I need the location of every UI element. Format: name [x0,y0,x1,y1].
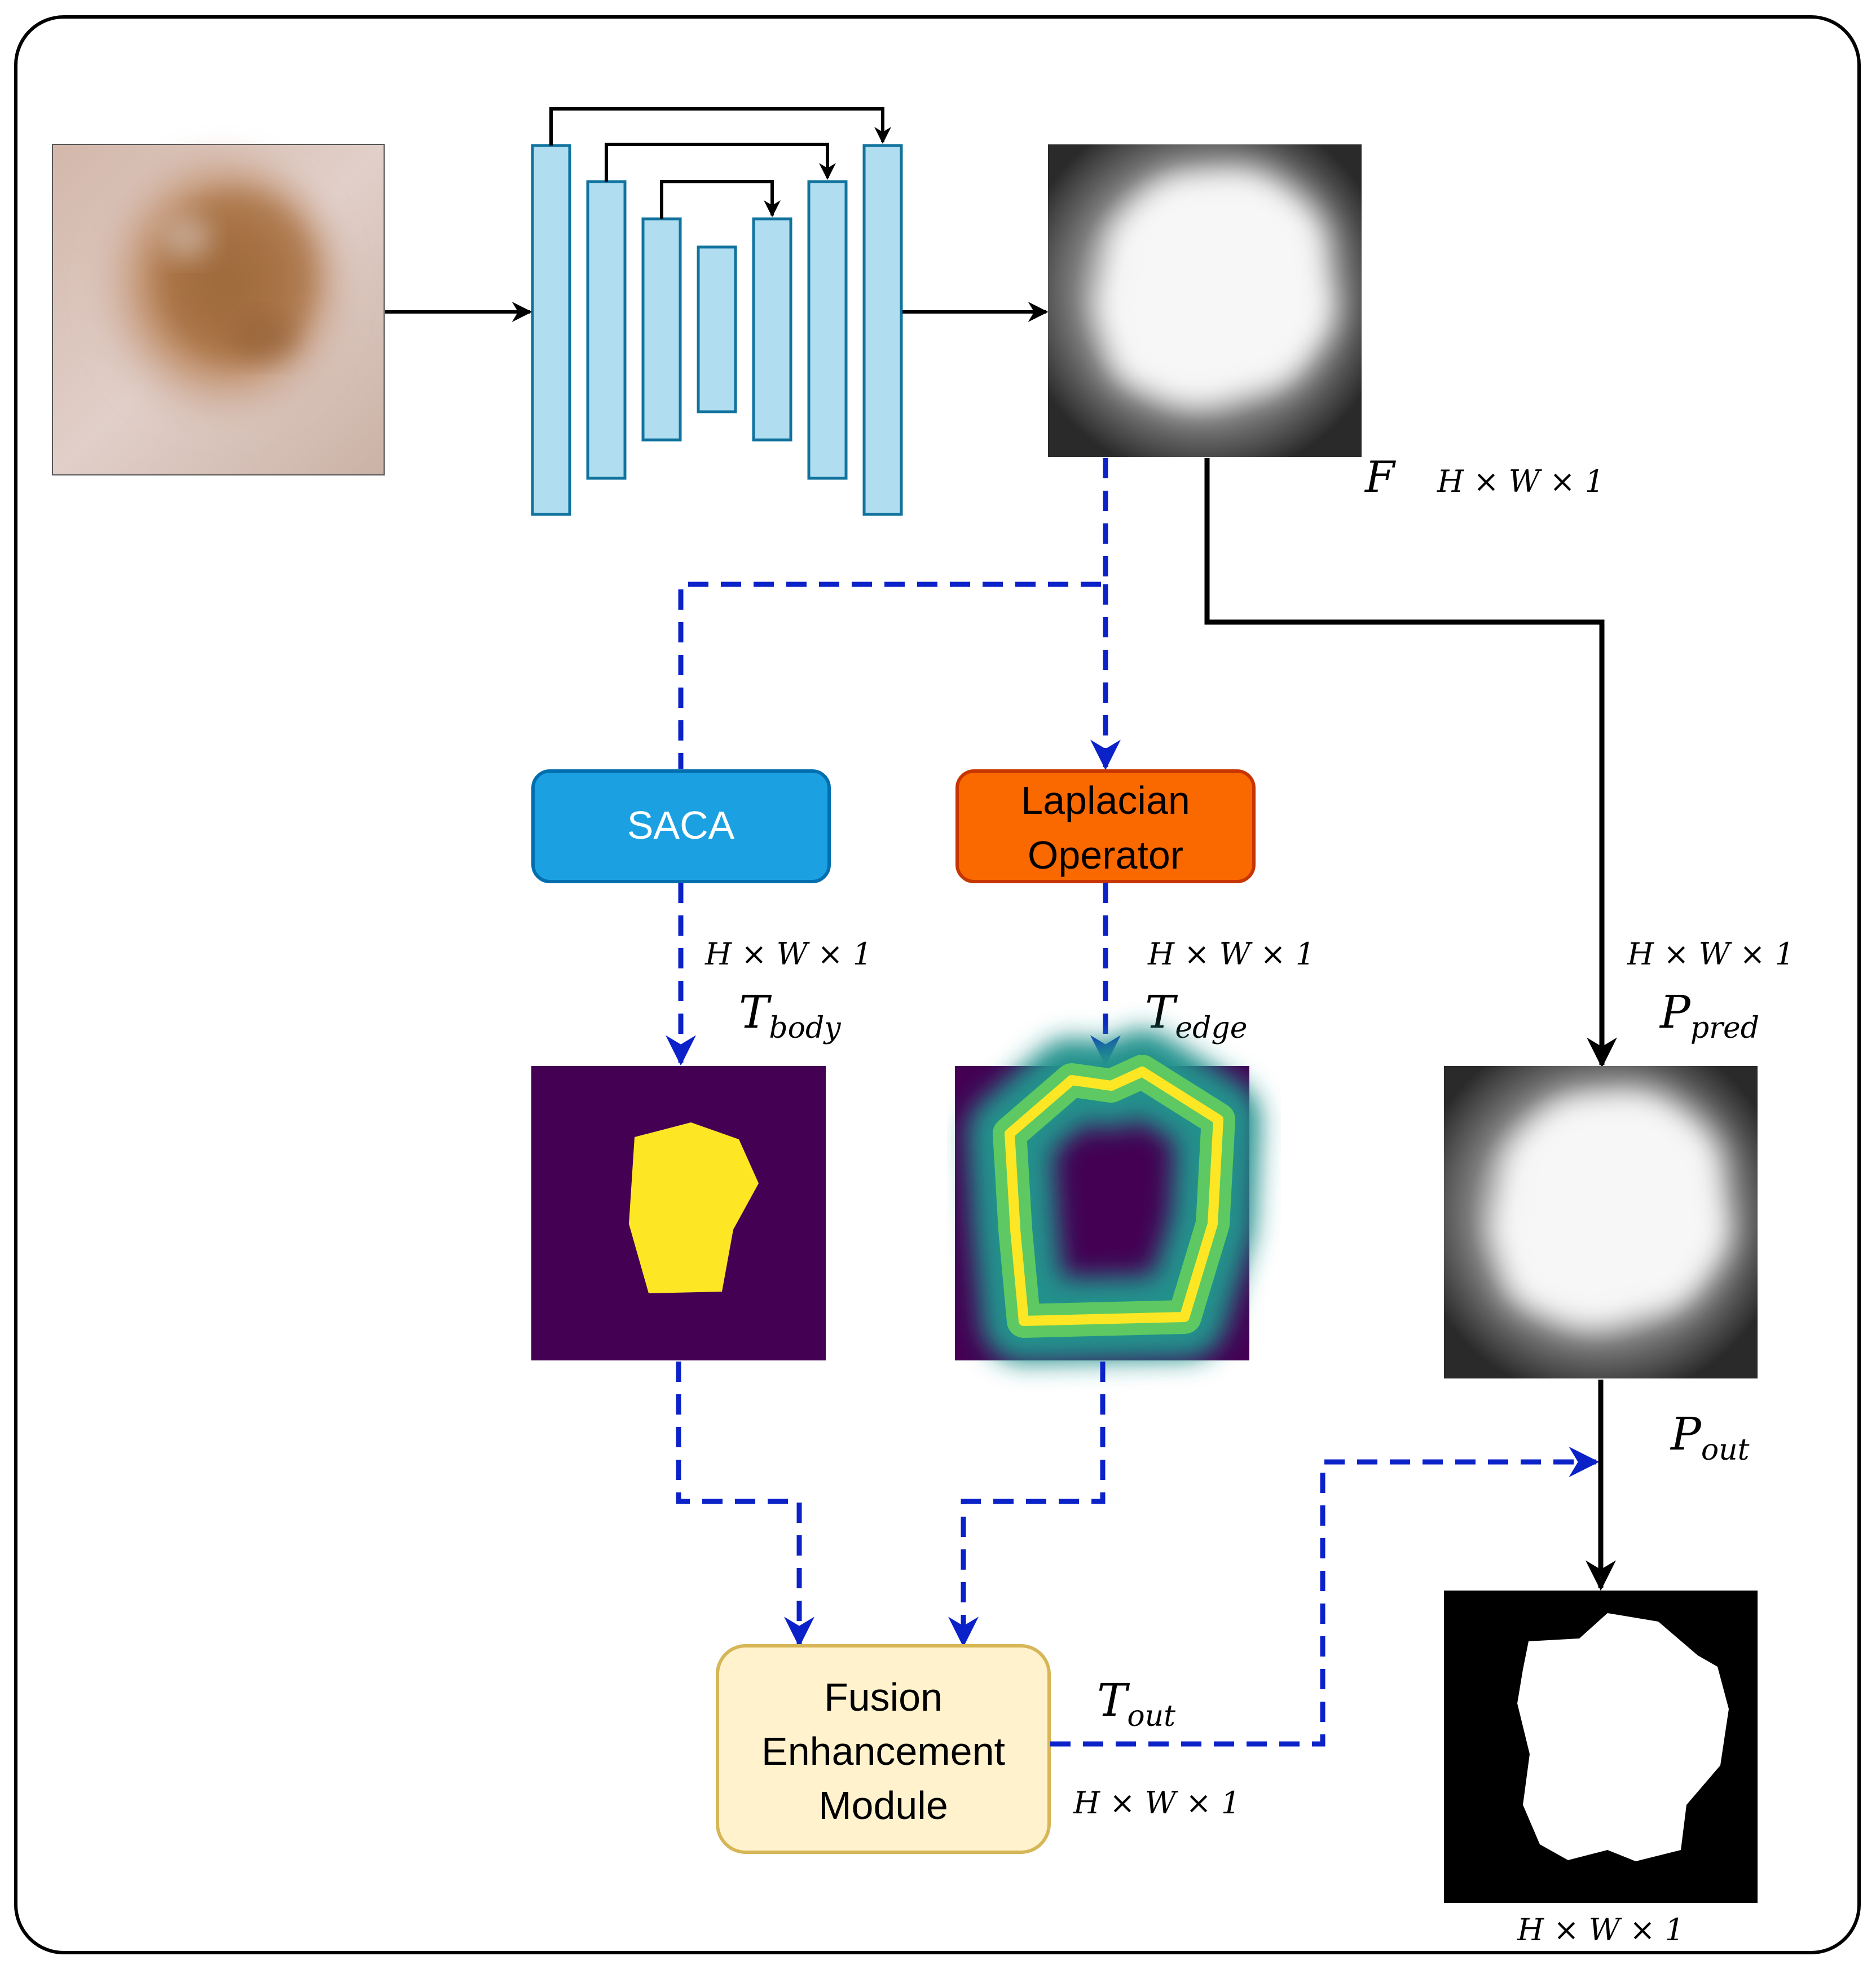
dim-ppred: H × W × 1 [1627,936,1794,972]
symbol-ppred: Ppred [1659,986,1759,1045]
symbol-f: F [1364,452,1396,502]
ppred-map-image [1444,1066,1758,1378]
input-skin-image [52,144,385,475]
final-mask-image [1444,1591,1758,1903]
unet-block-enc1 [531,144,571,516]
fusion-label-line1: Fusion [824,1675,943,1719]
outer-frame [14,15,1861,1954]
laplacian-label-line2: Operator [1028,833,1183,877]
dim-tout: H × W × 1 [1073,1785,1240,1821]
arrow-tbody-to-fusion [676,1362,814,1648]
unet-block-dec2 [807,180,848,480]
skip-connections [549,107,891,219]
arrow-fusion-to-pout [1050,1447,1600,1747]
fusion-label-line2: Enhancement [761,1729,1005,1773]
laplacian-operator-module: Laplacian Operator [955,769,1256,883]
tbody-map-image [531,1066,826,1360]
dashed-branch-from-f [678,458,1121,770]
dim-f: H × W × 1 [1437,464,1604,499]
symbol-pout: Pout [1670,1408,1750,1467]
unet-block-dec1 [862,144,903,516]
symbol-tedge: Tedge [1145,986,1247,1045]
arrow-f-to-ppred [1204,458,1617,1068]
unet-block-enc2 [586,180,627,480]
unet-block-enc3 [641,217,682,442]
dim-final: H × W × 1 [1517,1912,1684,1948]
dim-tbody: H × W × 1 [704,936,872,972]
fusion-enhancement-module: Fusion Enhancement Module [716,1644,1051,1854]
symbol-tbody: Tbody [739,986,841,1045]
saca-label: SACA [627,803,735,847]
tedge-map-image [955,1029,1261,1363]
symbol-tout: Tout [1097,1674,1175,1733]
dim-tedge: H × W × 1 [1147,936,1315,972]
unet-block-bottleneck [697,245,737,413]
unet-block-dec3 [752,217,792,442]
laplacian-label-line1: Laplacian [1021,778,1190,822]
saca-module: SACA [531,769,831,883]
fusion-label-line3: Module [818,1783,948,1827]
arrow-tedge-to-fusion [948,1362,1106,1648]
unet-network [531,144,903,516]
feature-map-f-image [1048,144,1362,457]
